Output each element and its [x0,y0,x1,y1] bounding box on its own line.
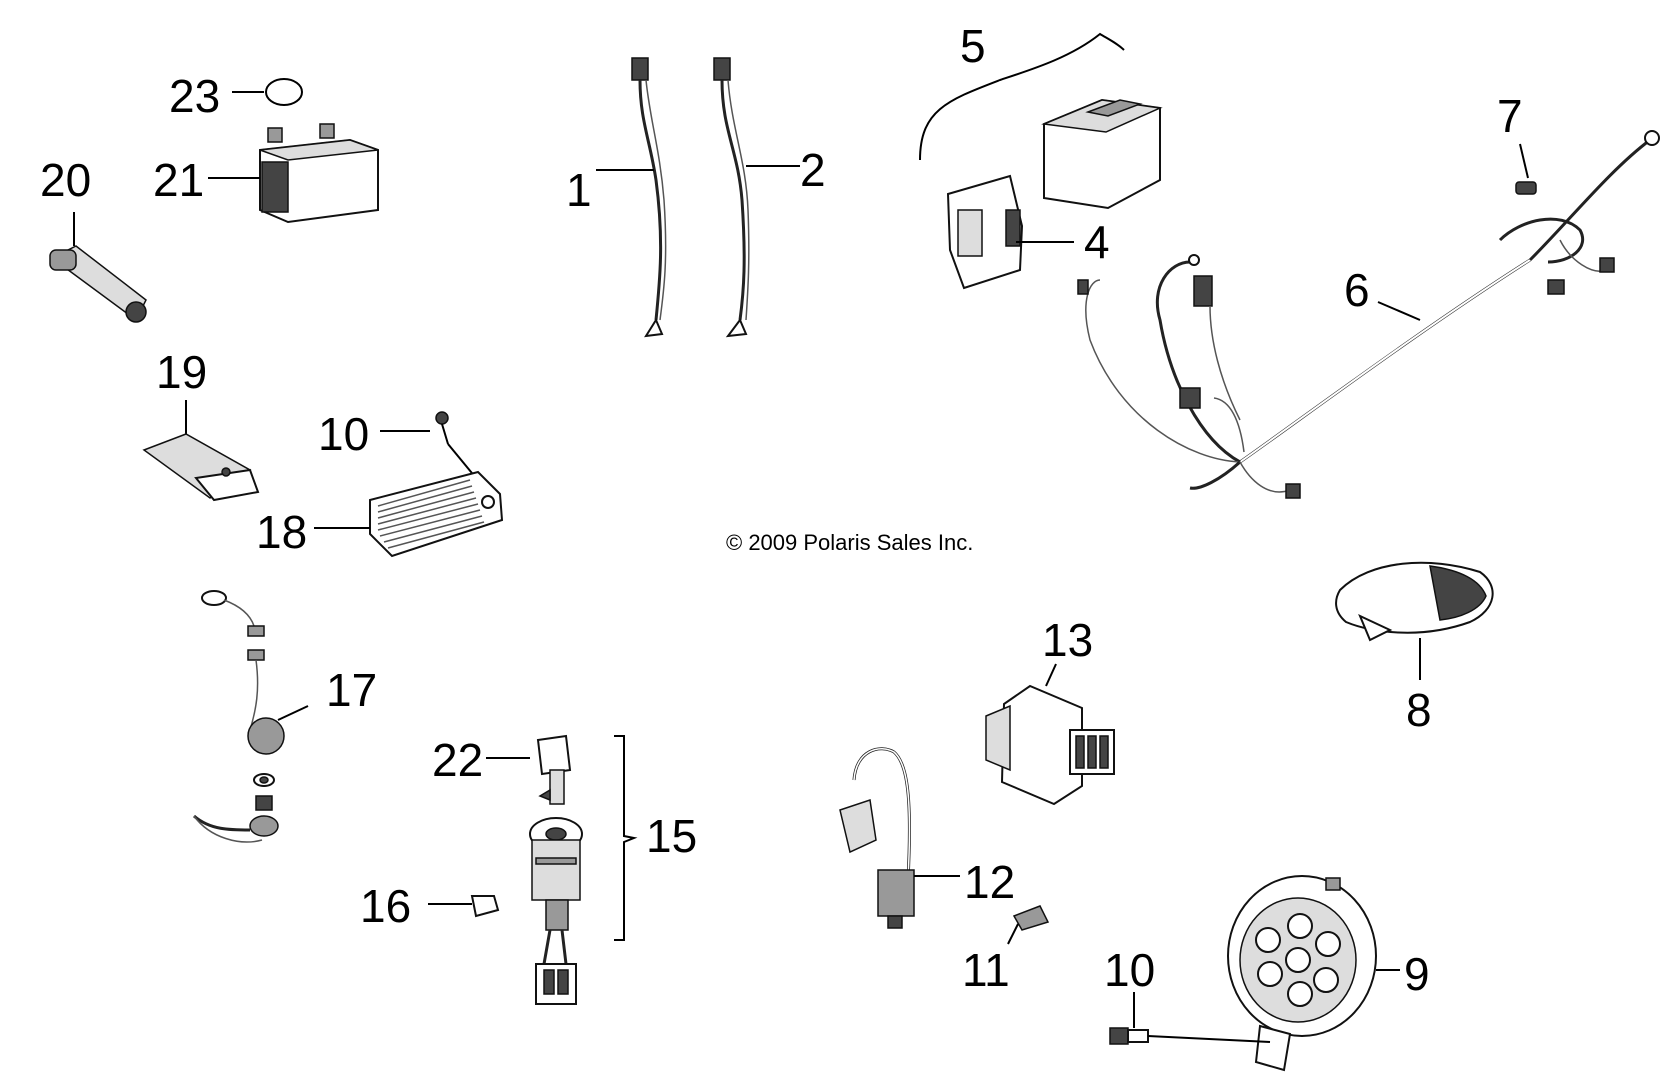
callout-12: 12 [964,856,1015,908]
part-11-bolt [1007,905,1050,945]
callout-7: 7 [1497,90,1523,142]
part-8-tail-light [1335,561,1494,680]
callout-2: 2 [800,144,826,196]
part-17-lanyard-switch [193,590,309,843]
part-21-battery [208,123,379,224]
callout-8: 8 [1406,684,1432,736]
callout-21: 21 [153,154,204,206]
part-1-lead-wire [596,57,667,338]
callout-16: 16 [360,880,411,932]
callout-4: 4 [1084,216,1110,268]
part-19-cover [142,400,260,502]
part-22-key [486,734,572,805]
callout-20: 20 [40,154,91,206]
part-13-solenoid [985,663,1115,806]
callout-17: 17 [326,664,377,716]
part-16-clip [428,895,500,918]
callout-23: 23 [169,70,220,122]
part-2-lead-wire [713,57,800,338]
part-7-connector [1515,143,1537,195]
callout-labels: 23 21 20 19 10 18 1 2 5 4 7 6 8 13 12 11… [40,20,1523,1000]
callout-18: 18 [256,506,307,558]
part-18-regulator [314,470,504,558]
callout-9: 9 [1404,948,1430,1000]
callout-10-lower: 10 [1104,944,1155,996]
part-23-oring [232,78,303,106]
part-5-bracket [919,32,1125,161]
copyright-text: © 2009 Polaris Sales Inc. [726,530,973,555]
callout-11: 11 [962,944,1010,996]
callout-1: 1 [566,164,592,216]
callout-15: 15 [646,810,697,862]
part-20-fuse-holder [49,212,147,323]
callout-6: 6 [1344,264,1370,316]
part-4-relay [946,174,1074,290]
part-15-bracket [614,735,638,941]
callout-10-upper: 10 [318,408,369,460]
part-12-ignition-coil [839,747,960,929]
callout-5: 5 [960,20,986,72]
part-10-screw-upper [380,411,477,479]
part-10-connector-lower [1109,992,1271,1045]
callout-13: 13 [1042,614,1093,666]
part-15-ignition-switch [529,817,583,1005]
part-5-cdi-box [1041,98,1163,210]
part-6-wiring-harness [1077,130,1660,499]
callout-22: 22 [432,734,483,786]
part-9-horn [1227,875,1400,1072]
callout-19: 19 [156,346,207,398]
